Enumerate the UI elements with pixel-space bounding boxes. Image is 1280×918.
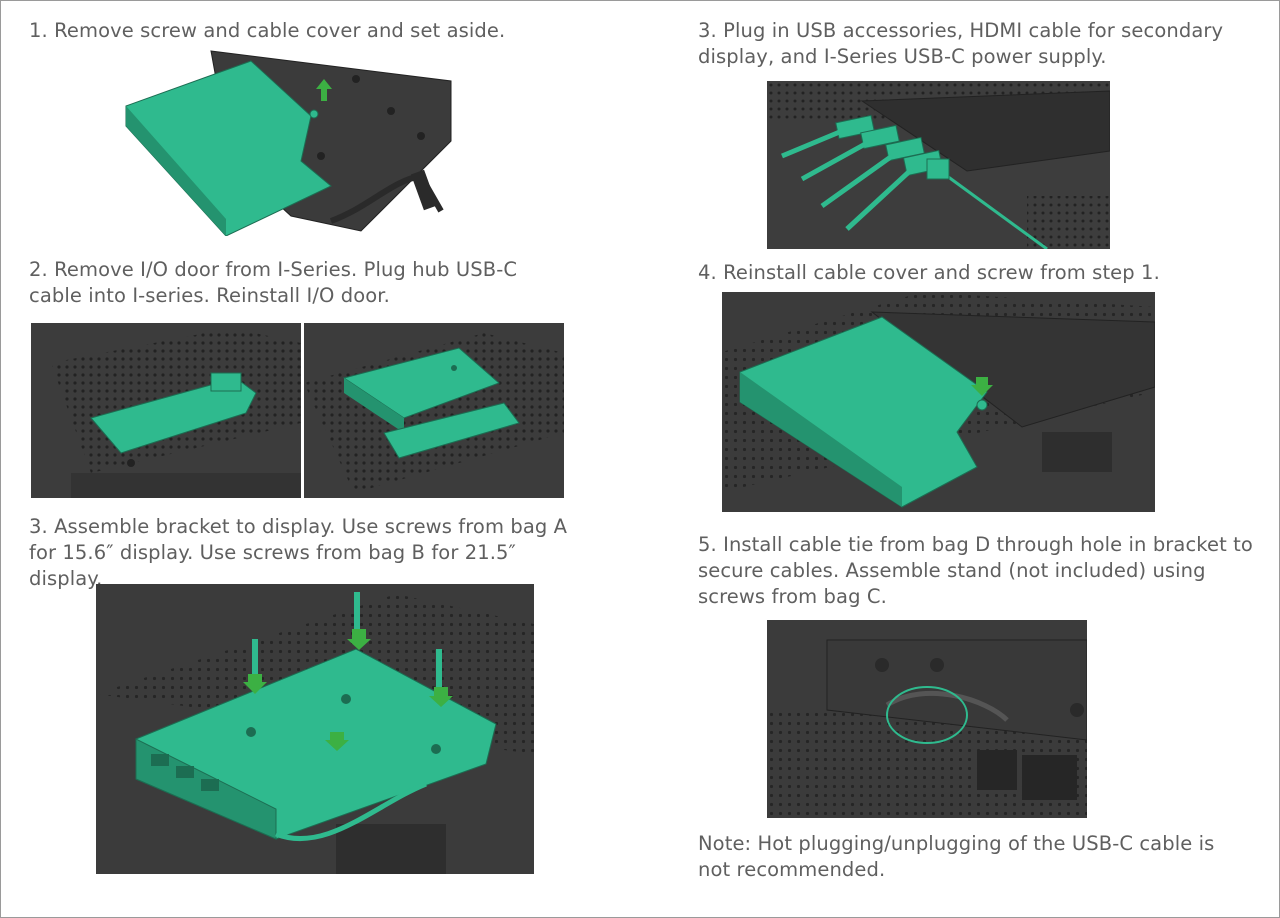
note-text: Note: Hot plugging/unplugging of the USB… <box>698 832 1215 881</box>
step-4-illustration <box>722 292 1155 512</box>
step-2-illustration-left <box>31 323 301 498</box>
step-3-cables-illustration <box>767 81 1110 249</box>
step-3-plug-text: 3. Plug in USB accessories, HDMI cable f… <box>698 19 1224 68</box>
step-4-text: 4. Reinstall cable cover and screw from … <box>698 261 1160 284</box>
step-5-illustration <box>767 620 1087 818</box>
step-2-illustration-right <box>304 323 564 498</box>
step-1-illustration <box>121 41 461 236</box>
step-5-text: 5. Install cable tie from bag D through … <box>698 533 1253 608</box>
step-3-bracket-illustration <box>96 584 534 874</box>
step-3-assemble-text: 3. Assemble bracket to display. Use scre… <box>29 515 568 590</box>
step-2-text: 2. Remove I/O door from I-Series. Plug h… <box>29 258 518 307</box>
step-1-text: 1. Remove screw and cable cover and set … <box>29 19 506 42</box>
